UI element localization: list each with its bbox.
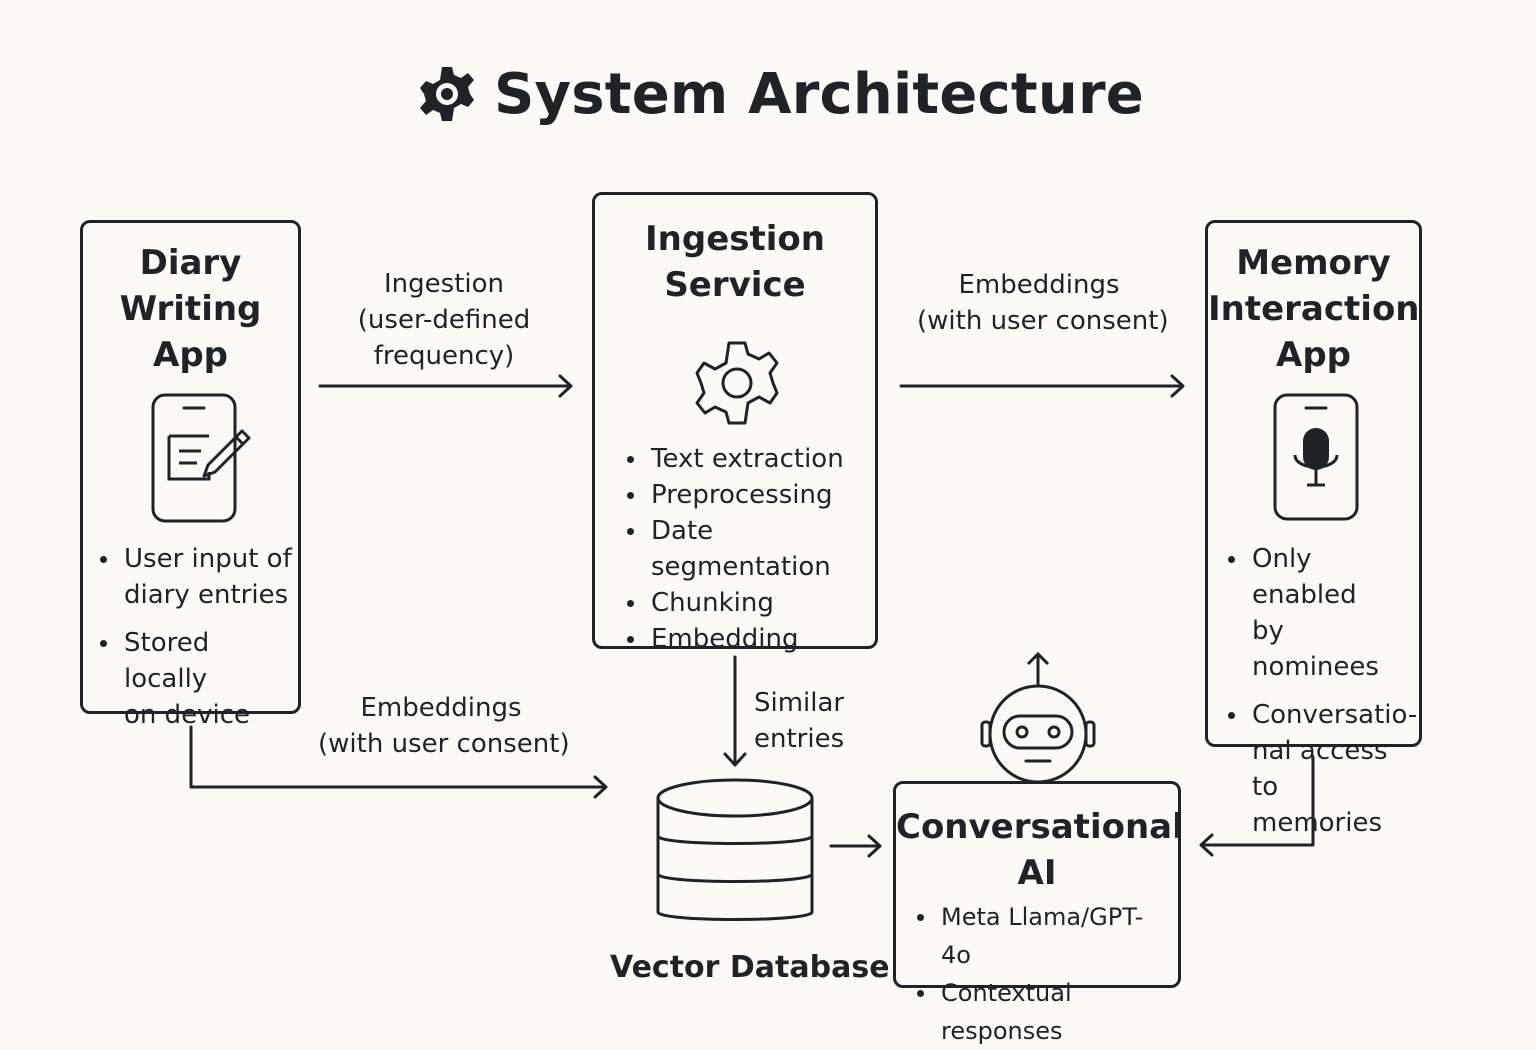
phone-microphone-icon xyxy=(1273,393,1359,521)
conversational-ai-title: Conversational AI xyxy=(896,804,1184,896)
conversational-ai-feature-1: Meta Llama/GPT-4o xyxy=(917,898,1172,974)
vector-database-label: Vector Database xyxy=(610,950,890,985)
memory-feature-2-line-1: Conversatio- xyxy=(1252,700,1418,730)
memory-feature-2-line-2: nal access to xyxy=(1252,736,1388,802)
diary-feature-2: Stored locally on device xyxy=(100,625,296,733)
arrow-memory-to-ai xyxy=(1200,755,1315,847)
phone-edit-icon xyxy=(151,393,251,523)
ingestion-frequency-label-line-3: frequency) xyxy=(373,341,515,371)
ingestion-feature-1: Text extraction xyxy=(627,441,871,477)
embeddings-top-label-line-1: Embeddings xyxy=(958,270,1120,300)
gear-outline-icon xyxy=(695,341,779,425)
diary-writing-app-title: Diary Writing App xyxy=(83,240,298,378)
ingestion-frequency-label-line-1: Ingestion xyxy=(384,269,504,299)
gear-icon xyxy=(420,67,474,121)
page-title: System Architecture xyxy=(494,61,1144,127)
robot-icon xyxy=(980,651,1096,784)
conversational-ai-title-line-2: AI xyxy=(1017,853,1057,893)
ingestion-feature-5: Embedding xyxy=(627,621,871,657)
ingestion-service-box: Ingestion Service Text extraction Prepro… xyxy=(592,192,878,654)
arrowhead-ingestion-to-vector xyxy=(723,752,747,767)
memory-feature-1: Only enabled by nominees xyxy=(1228,541,1418,685)
diary-title-line-2: Writing xyxy=(119,289,262,329)
diary-writing-app-box: Diary Writing App User input of diary en… xyxy=(80,220,301,730)
ingestion-service-title: Ingestion Service xyxy=(595,216,875,308)
arrowhead-memory-to-ai xyxy=(1199,833,1214,857)
diary-feature-1-line-2: diary entries xyxy=(124,580,289,610)
similar-entries-label-line-1: Similar xyxy=(754,688,845,718)
memory-feature-1-line-2: by nominees xyxy=(1252,616,1379,682)
diary-feature-1: User input of diary entries xyxy=(100,541,296,613)
similar-entries-label-line-2: entries xyxy=(754,724,845,754)
memory-interaction-app-title: Memory Interaction App xyxy=(1208,240,1420,378)
memory-title-line-2: Interaction xyxy=(1208,289,1420,329)
ingestion-frequency-label-line-2: (user-defined xyxy=(357,305,531,335)
diary-title-line-3: App xyxy=(153,335,228,375)
diary-feature-2-line-2: on device xyxy=(124,700,251,730)
memory-title-line-3: App xyxy=(1276,335,1351,375)
database-icon xyxy=(656,778,814,921)
embeddings-bottom-label-line-2: (with user consent) xyxy=(318,729,570,759)
arrowhead-diary-to-ingestion xyxy=(558,374,573,398)
arrowhead-ingestion-to-memory xyxy=(1170,374,1185,398)
embeddings-bottom-label-line-1: Embeddings xyxy=(360,693,522,723)
diary-features-list: User input of diary entries Stored local… xyxy=(100,541,296,733)
memory-feature-2: Conversatio- nal access to memories xyxy=(1228,697,1418,841)
ingestion-title-line-1: Ingestion xyxy=(645,219,825,259)
ingestion-frequency-label: Ingestion (user-defined frequency) xyxy=(344,266,544,374)
similar-entries-label: Similar entries xyxy=(754,685,850,757)
memory-interaction-app-box: Memory Interaction App Only enabled by n… xyxy=(1205,220,1422,838)
diary-feature-1-line-1: User input of xyxy=(124,544,292,574)
ingestion-feature-2: Preprocessing xyxy=(627,477,871,513)
diary-title-line-1: Diary xyxy=(139,243,242,283)
embeddings-top-label: Embeddings (with user consent) xyxy=(917,267,1169,339)
page-title-row: System Architecture xyxy=(418,58,1144,130)
arrow-diary-to-vector xyxy=(189,725,607,789)
ingestion-feature-3: Date segmentation xyxy=(627,513,871,585)
embeddings-bottom-label: Embeddings (with user consent) xyxy=(318,690,570,762)
arrowhead-diary-to-vector xyxy=(593,775,608,799)
ingestion-title-line-2: Service xyxy=(664,265,806,305)
ingestion-feature-4: Chunking xyxy=(627,585,871,621)
memory-feature-1-line-1: Only enabled xyxy=(1252,544,1357,610)
ingestion-features-list: Text extraction Preprocessing Date segme… xyxy=(627,441,871,657)
memory-title-line-1: Memory xyxy=(1236,243,1391,283)
diary-feature-2-line-1: Stored locally xyxy=(124,628,210,694)
memory-feature-2-line-3: memories xyxy=(1252,808,1383,838)
arrowhead-vector-to-ai xyxy=(867,834,882,858)
conversational-ai-title-line-1: Conversational xyxy=(896,807,1184,847)
embeddings-top-label-line-2: (with user consent) xyxy=(917,306,1169,336)
connector-layer xyxy=(189,374,1315,858)
memory-features-list: Only enabled by nominees Conversatio- na… xyxy=(1228,541,1418,841)
